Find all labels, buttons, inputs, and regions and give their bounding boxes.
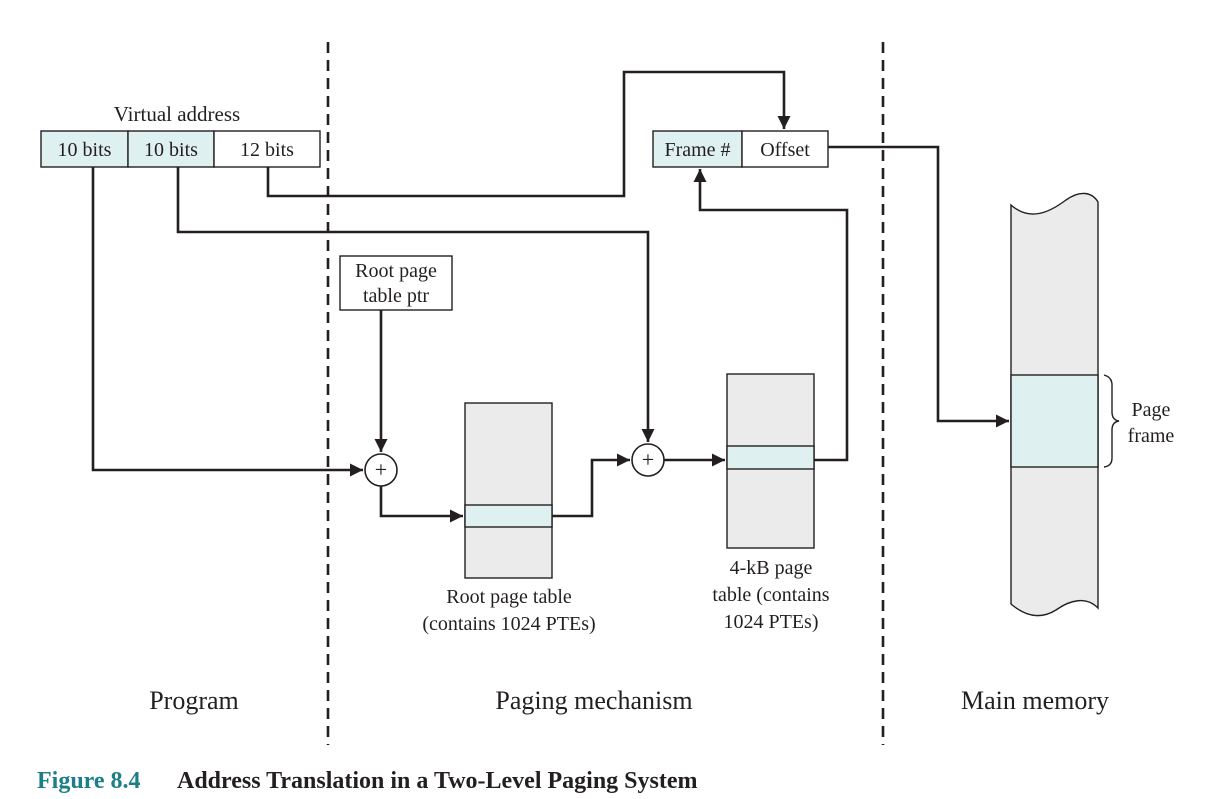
page-frame-label-line2: frame	[1128, 425, 1175, 447]
page-frame-region	[1010, 374, 1099, 468]
figure-number: Figure 8.4	[37, 768, 141, 794]
va-field-directory-label: 10 bits	[58, 139, 112, 161]
adder-root: +	[364, 453, 398, 487]
page-table-4kb-label-line1: 4-kB page	[730, 557, 813, 579]
page-table-4kb-entry	[726, 445, 815, 470]
adder-page-table: +	[631, 443, 665, 477]
virtual-address-register: 10 bits 10 bits 12 bits	[40, 130, 321, 168]
va-field-page-label: 10 bits	[144, 139, 198, 161]
directory-index-arrow	[91, 167, 363, 477]
pa-field-offset	[741, 130, 829, 168]
va-field-offset-label: 12 bits	[240, 139, 294, 161]
virtual-address-title: Virtual address	[114, 102, 240, 126]
main-memory	[1010, 192, 1120, 617]
page-table-4kb-label-line2: table (contains	[712, 584, 829, 606]
root-page-table-label-line1: Root page table	[446, 586, 572, 608]
pa-field-frame	[652, 130, 743, 168]
root-ptr-label-line1: Root page	[355, 260, 437, 282]
page-frame-brace	[1103, 374, 1120, 468]
root-page-table-entry	[464, 504, 553, 528]
root-page-table-label-line2: (contains 1024 PTEs)	[422, 613, 595, 635]
offset-arrow	[266, 70, 791, 198]
frame-number-arrow	[693, 169, 849, 462]
figure-title: Address Translation in a Two-Level Pagin…	[177, 768, 698, 794]
pa-field-offset-label: Offset	[760, 139, 810, 161]
va-field-offset	[213, 130, 321, 168]
adder-page-table-symbol: +	[642, 447, 654, 472]
root-table-lookup-arrow	[379, 486, 463, 523]
pa-field-frame-label: Frame #	[664, 139, 730, 161]
root-ptr-label-line2: table ptr	[363, 285, 429, 307]
page-frame-label-line1: Page	[1132, 399, 1171, 421]
region-main-memory-label: Main memory	[961, 686, 1109, 715]
physical-address-to-memory-arrow	[828, 145, 1009, 428]
adder-root-symbol: +	[375, 457, 387, 482]
root-page-table	[464, 402, 553, 579]
region-program-label: Program	[149, 686, 239, 715]
page-table-4kb-label-line3: 1024 PTEs)	[724, 611, 819, 633]
page-table-4kb	[726, 373, 815, 549]
root-entry-to-adder-arrow	[552, 453, 630, 518]
root-page-table-ptr-box: Root page table ptr	[339, 255, 453, 311]
page-index-arrow	[176, 167, 655, 442]
physical-address-register: Frame # Offset	[652, 130, 829, 168]
region-paging-mechanism-label: Paging mechanism	[495, 686, 692, 715]
